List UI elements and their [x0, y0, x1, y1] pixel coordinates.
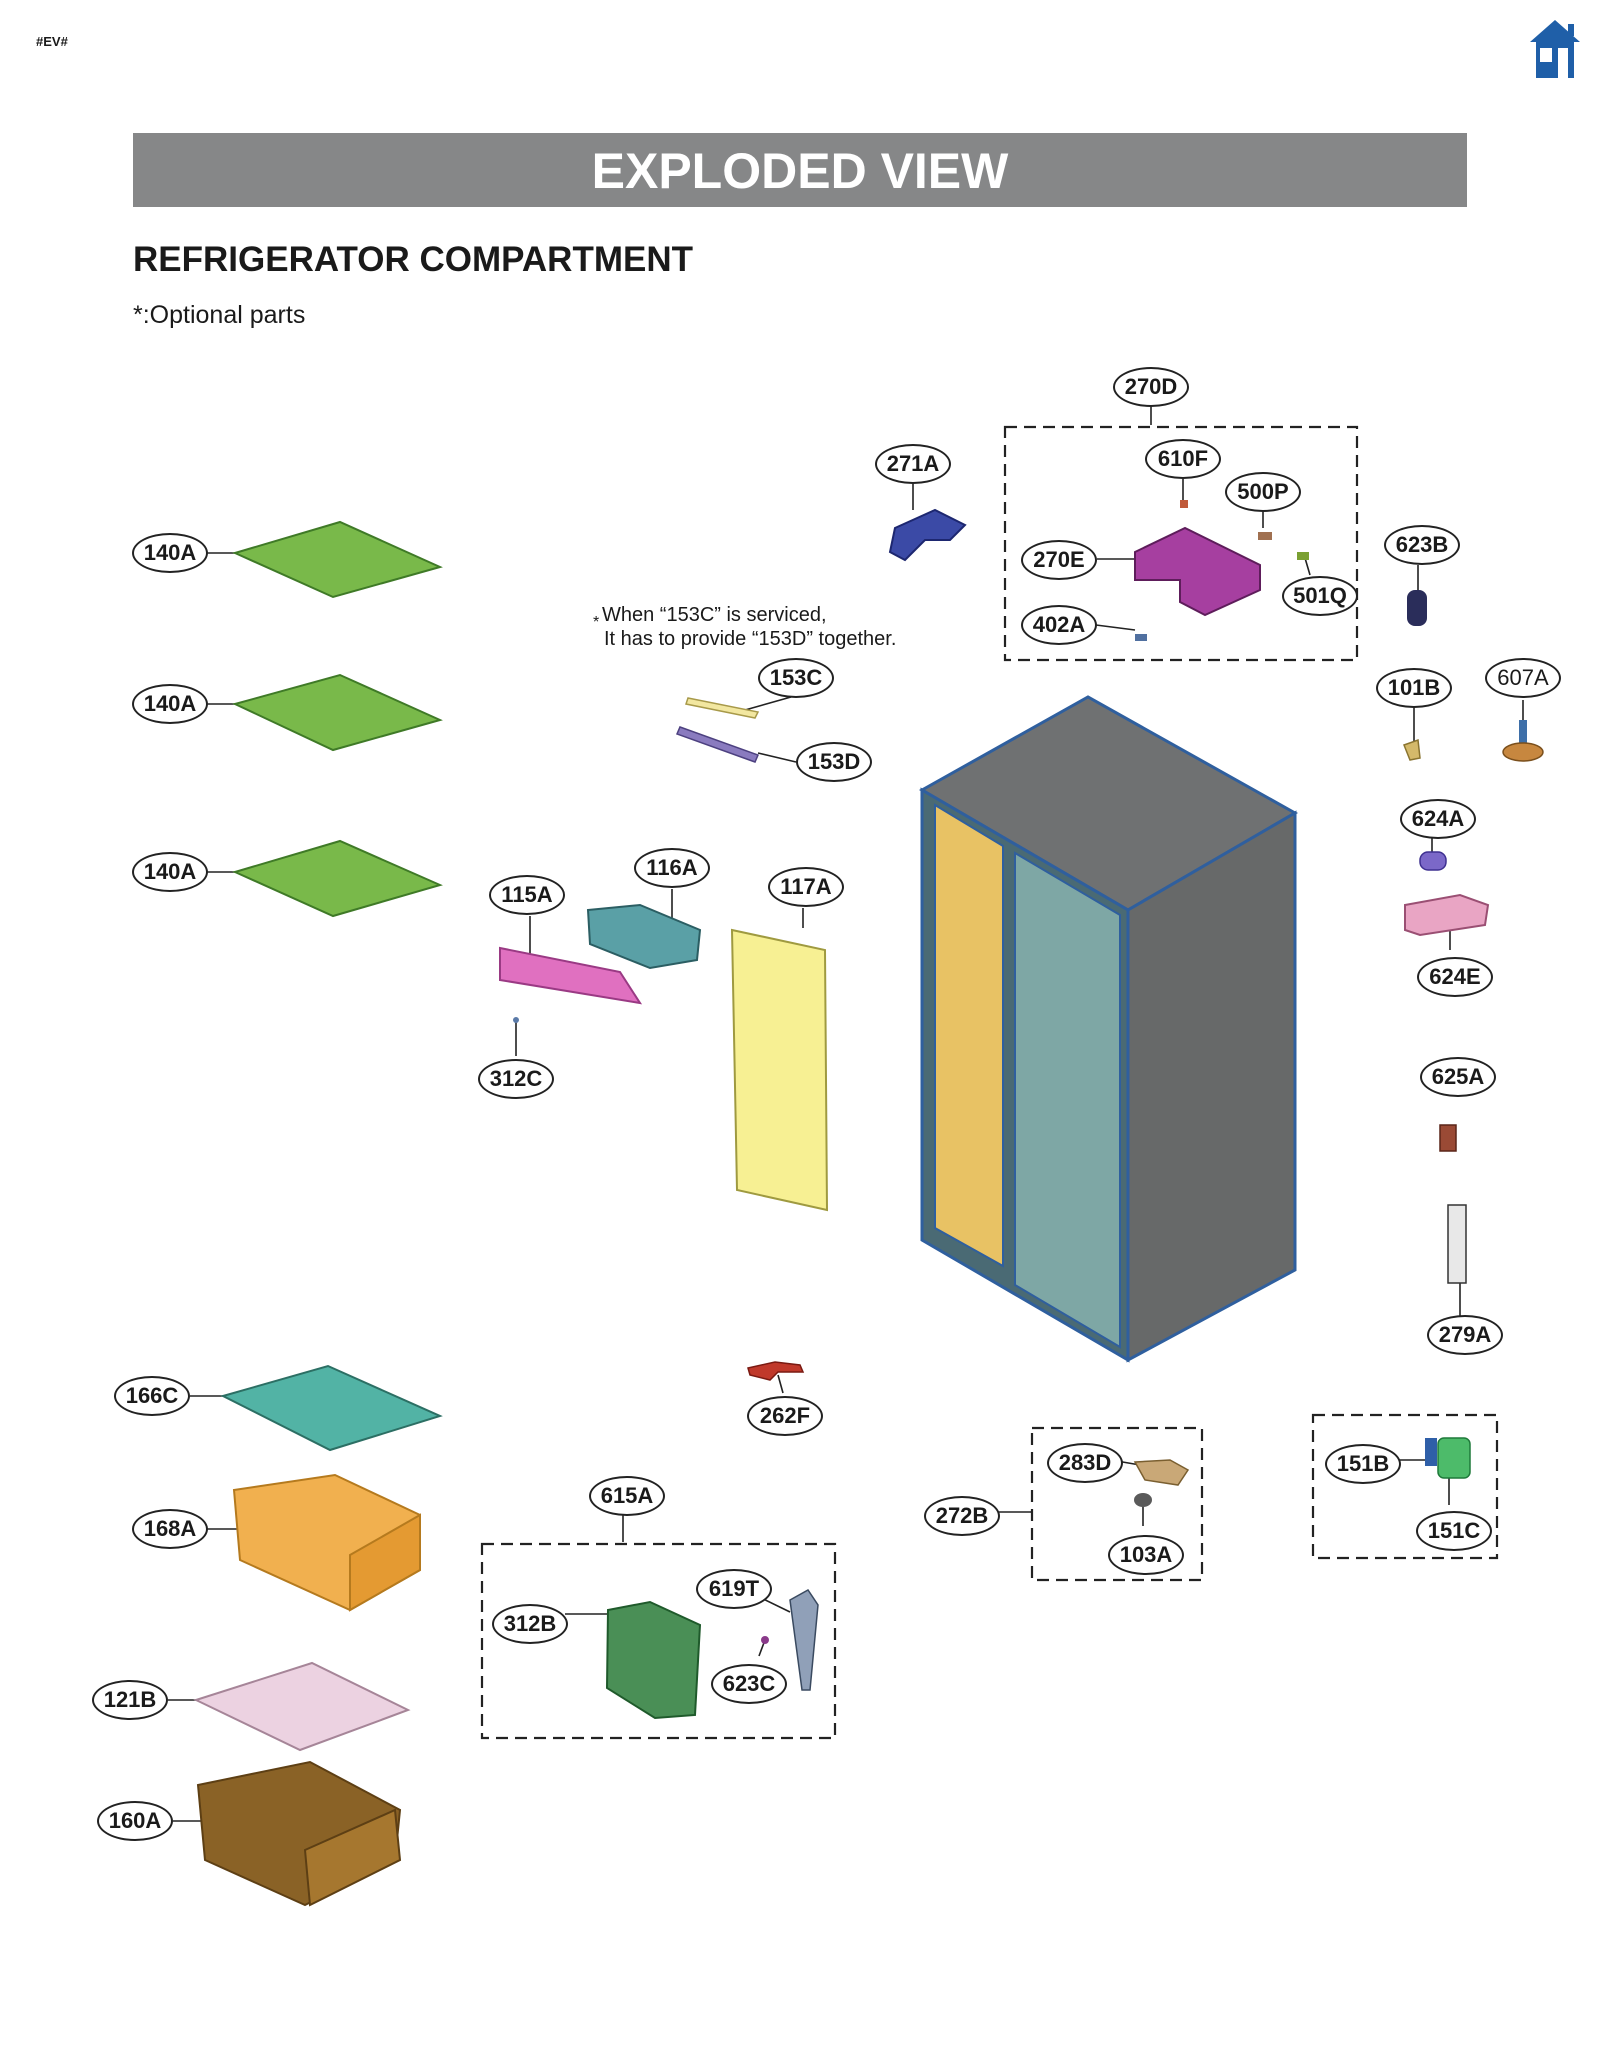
page-title: EXPLODED VIEW: [133, 133, 1467, 207]
part-103a: [1134, 1493, 1152, 1507]
part-623b: [1407, 590, 1427, 626]
label-610f[interactable]: 610F: [1145, 439, 1221, 479]
label-624e[interactable]: 624E: [1417, 957, 1493, 997]
label-283d[interactable]: 283D: [1047, 1443, 1123, 1483]
label-101b[interactable]: 101B: [1376, 668, 1452, 708]
label-153c[interactable]: 153C: [758, 658, 834, 698]
group-box-151: [1311, 1413, 1499, 1560]
label-312c[interactable]: 312C: [478, 1059, 554, 1099]
part-500p: [1258, 532, 1272, 540]
label-103a[interactable]: 103A: [1108, 1535, 1184, 1575]
service-note-line1: When “153C” is serviced,: [602, 604, 827, 626]
cover-166c: [220, 1364, 443, 1452]
label-262f[interactable]: 262F: [747, 1396, 823, 1436]
part-151b: [1425, 1438, 1437, 1466]
house-icon[interactable]: [1528, 18, 1582, 80]
label-153d[interactable]: 153D: [796, 742, 872, 782]
label-312b[interactable]: 312B: [492, 1604, 568, 1644]
part-610f: [1180, 500, 1188, 508]
label-623b[interactable]: 623B: [1384, 525, 1460, 565]
label-272b[interactable]: 272B: [924, 1496, 1000, 1536]
group-box-615a: [480, 1542, 837, 1740]
label-151b[interactable]: 151B: [1325, 1444, 1401, 1484]
drawer-168a: [232, 1473, 421, 1612]
part-153d: [675, 726, 760, 763]
module-270e: [1134, 526, 1261, 617]
label-619t[interactable]: 619T: [696, 1569, 772, 1609]
part-151c: [1437, 1437, 1471, 1479]
label-623c[interactable]: 623C: [711, 1664, 787, 1704]
part-101b: [1403, 738, 1421, 761]
group-boxes: [480, 425, 1499, 1740]
part-312c: [513, 1017, 519, 1023]
label-500p[interactable]: 500P: [1225, 472, 1301, 512]
part-402a: [1135, 634, 1147, 641]
board-312b: [605, 1600, 702, 1720]
panel-117a: [730, 928, 829, 1212]
lid-121b: [193, 1661, 411, 1752]
label-270d[interactable]: 270D: [1113, 367, 1189, 407]
part-153c: [685, 697, 760, 719]
crisper-160a: [196, 1760, 402, 1907]
label-625a[interactable]: 625A: [1420, 1057, 1496, 1097]
cabinet-main: [918, 695, 1299, 1363]
label-402a[interactable]: 402A: [1021, 605, 1097, 645]
part-623c: [761, 1636, 769, 1644]
label-140a-1[interactable]: 140A: [132, 533, 208, 573]
section-title: REFRIGERATOR COMPARTMENT: [133, 240, 693, 279]
label-140a-3[interactable]: 140A: [132, 852, 208, 892]
service-note: * When “153C” is serviced, It has to pro…: [593, 603, 897, 651]
part-619t: [789, 1589, 819, 1691]
part-262f: [747, 1361, 805, 1381]
label-624a[interactable]: 624A: [1400, 799, 1476, 839]
part-501q: [1297, 552, 1309, 560]
label-279a[interactable]: 279A: [1427, 1315, 1503, 1355]
shelf-parts: [232, 520, 443, 918]
label-607a[interactable]: 607A: [1485, 658, 1561, 698]
part-283d: [1133, 1459, 1190, 1486]
part-116a: [586, 903, 702, 970]
optional-parts-note: *:Optional parts: [133, 301, 306, 329]
part-625a: [1439, 1124, 1457, 1152]
label-168a[interactable]: 168A: [132, 1509, 208, 1549]
label-121b[interactable]: 121B: [92, 1680, 168, 1720]
page-tag: #EV#: [36, 34, 68, 49]
part-279a: [1447, 1204, 1467, 1284]
label-140a-2[interactable]: 140A: [132, 684, 208, 724]
label-151c[interactable]: 151C: [1416, 1511, 1492, 1551]
label-270e[interactable]: 270E: [1021, 540, 1097, 580]
service-note-line2: It has to provide “153D” together.: [604, 628, 897, 650]
label-271a[interactable]: 271A: [875, 444, 951, 484]
label-115a[interactable]: 115A: [489, 875, 565, 915]
part-607a: [1502, 720, 1544, 762]
part-624e: [1404, 893, 1490, 937]
note-asterisk: *: [593, 614, 600, 631]
part-624a: [1419, 851, 1447, 871]
label-166c[interactable]: 166C: [114, 1376, 190, 1416]
part-115a: [499, 946, 643, 1005]
label-117a[interactable]: 117A: [768, 867, 844, 907]
group-box-272b: [1030, 1426, 1204, 1582]
hinge-271a: [888, 508, 967, 562]
leader-lines: [168, 406, 1524, 1822]
label-160a[interactable]: 160A: [97, 1801, 173, 1841]
label-501q[interactable]: 501Q: [1282, 576, 1358, 616]
label-615a[interactable]: 615A: [589, 1476, 665, 1516]
label-116a[interactable]: 116A: [634, 848, 710, 888]
group-box-270d: [1003, 425, 1359, 662]
